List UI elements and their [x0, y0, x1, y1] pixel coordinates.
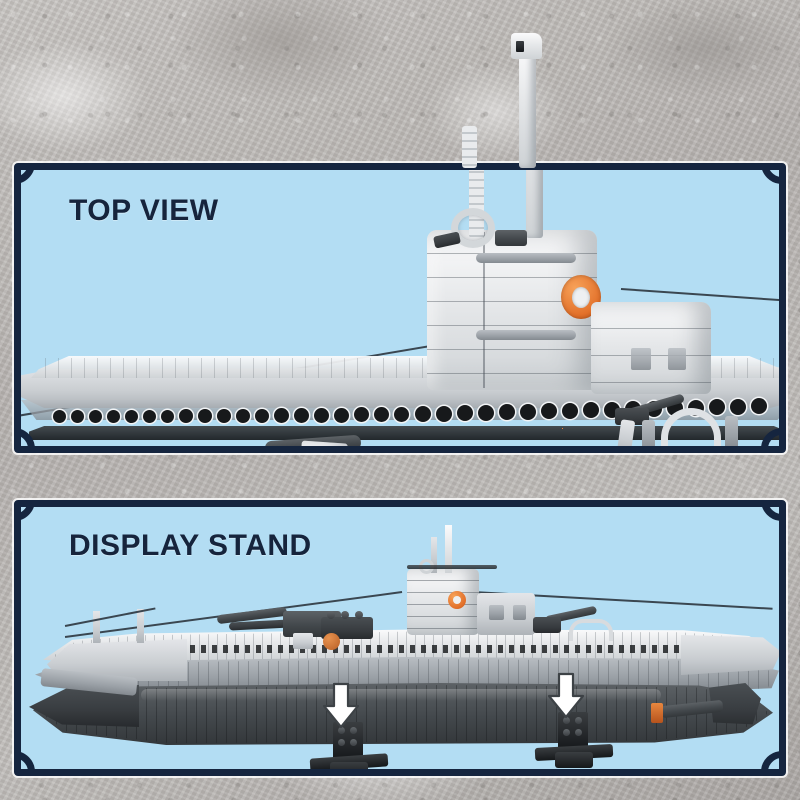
submarine-top-view: [21, 170, 779, 446]
stern-prop-orange: [651, 703, 663, 723]
panel-top-view-content: [21, 170, 779, 446]
panel-display-stand-title: DISPLAY STAND: [69, 529, 312, 562]
conning-tower-side-seams: [407, 569, 479, 635]
stand-base-foot: [555, 752, 593, 768]
hatch-panel-a: [631, 348, 651, 370]
lower-pressure-hull: [33, 683, 773, 745]
tower-fitting-a: [495, 230, 527, 246]
tower-rail-upper: [476, 253, 576, 263]
deck-gun-orange-disc: [323, 633, 340, 650]
bow-antenna-post: [93, 611, 100, 643]
hatch-panel-b: [668, 348, 686, 370]
aft-gun-platform: [591, 302, 711, 394]
periscope-mast-tall: [526, 170, 543, 238]
conning-tower-aft-platform: [477, 593, 535, 635]
arrow-marker-forward: [321, 682, 361, 730]
conning-tower-vseam: [483, 232, 485, 388]
life-ring-side-hole: [453, 596, 461, 604]
tower-rail-lower: [476, 330, 576, 340]
aft-rail-post-1: [642, 420, 655, 446]
snorkel-side: [431, 537, 437, 573]
stern-upper: [681, 635, 779, 675]
aft-gun-side-body: [533, 617, 561, 633]
lower-hull-ribs: [37, 685, 769, 743]
deck-gun-pedestal: [293, 633, 313, 649]
conning-tower-side: [407, 569, 479, 635]
tower-aft-hatch: [489, 605, 504, 620]
aft-gun-rail-loop: [661, 408, 721, 446]
panel-display-stand: DISPLAY STAND: [14, 500, 786, 776]
aft-rail-post-2: [725, 416, 738, 446]
panel-top-view: TOP VIEW: [14, 163, 786, 453]
aft-gun-rail: [569, 619, 613, 641]
tower-rail-side: [407, 565, 497, 569]
panel-top-view-title: TOP VIEW: [69, 194, 219, 227]
aft-platform-seams: [591, 302, 711, 394]
arrow-marker-aft: [546, 672, 586, 720]
life-ring-hole: [572, 287, 590, 308]
bow-antenna-post2: [137, 609, 144, 643]
life-ring-icon: [562, 428, 563, 429]
lower-hull-highlight: [141, 689, 661, 701]
submarine-side-view: [21, 507, 779, 769]
stand-base-foot: [330, 762, 368, 769]
tower-aft-hatch-2: [513, 605, 526, 620]
side-port-row: [69, 645, 729, 653]
df-loop-antenna: [451, 208, 495, 248]
periscope-side: [445, 525, 452, 573]
panel-display-stand-content: [21, 507, 779, 769]
hull-waterline: [29, 426, 779, 440]
